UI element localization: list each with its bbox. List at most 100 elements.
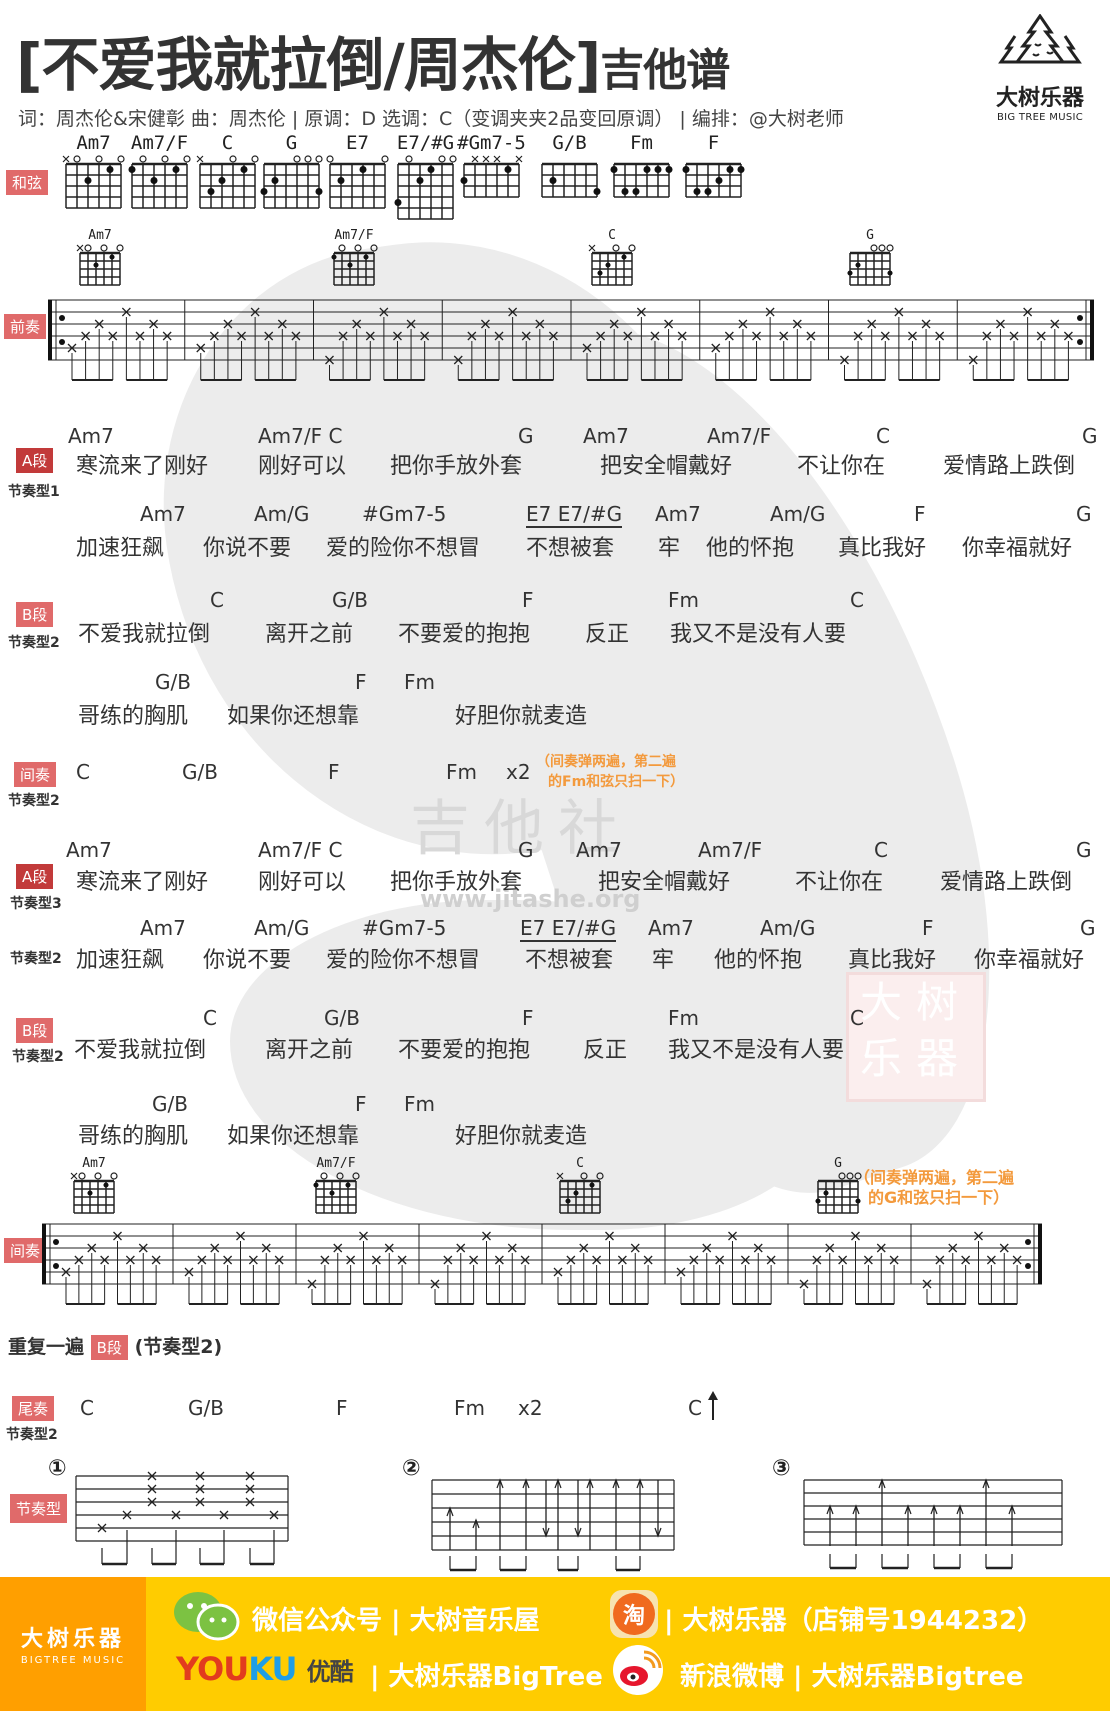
- chord-symbol: G: [1076, 838, 1092, 862]
- chord-grid-icon: [541, 162, 601, 198]
- logo-name: 大树乐器: [995, 86, 1084, 111]
- lyric-phrase: 不爱我就拉倒: [78, 622, 211, 647]
- chord-symbol: G/B: [188, 1396, 224, 1420]
- chord-grid-icon: [260, 155, 323, 209]
- chord-diagram-label: Am7/F: [316, 1156, 356, 1171]
- wechat-icon: [174, 1592, 240, 1641]
- chord-symbol: Fm: [446, 760, 477, 784]
- pattern-3-staff: [803, 1478, 1063, 1570]
- section-a2-rhythm2-label: 节奏型2: [10, 951, 62, 967]
- chord-symbol: Fm: [668, 1006, 699, 1030]
- lyric-phrase: 牢: [652, 948, 675, 973]
- chord-grid-icon: [313, 1172, 360, 1214]
- lyric-phrase: 爱的险你不想冒: [326, 536, 481, 561]
- chord-symbol: Am/G: [254, 916, 310, 940]
- chord-symbol: Am7/F: [707, 424, 772, 448]
- chord-symbol: E7 E7/#G: [520, 916, 617, 942]
- chord-symbol: G: [1080, 916, 1096, 940]
- chord-diagram-label: G: [866, 228, 874, 243]
- youku-ku: KU: [248, 1650, 297, 1688]
- repeat-section-tag: B段: [90, 1335, 128, 1360]
- lyric-phrase: 爱情路上跌倒: [943, 454, 1076, 479]
- lyric-phrase: 你幸福就好: [974, 948, 1085, 973]
- chord-symbol: Am7: [648, 916, 694, 940]
- chord-symbol: C: [876, 424, 890, 448]
- chord-symbol: Fm: [404, 1092, 435, 1116]
- youku-you: YOU: [176, 1650, 249, 1688]
- chord-symbol: F: [522, 588, 534, 612]
- chord-grid-icon: [394, 155, 457, 220]
- chord-symbol: G/B: [332, 588, 368, 612]
- chord-diagram: Am7/F: [308, 1156, 364, 1223]
- lyric-phrase: 寒流来了刚好: [76, 454, 209, 479]
- background-ink-shape: [230, 900, 830, 1230]
- interlude2-note: （间奏弹两遍，第二遍 的G和弦只扫一下）: [854, 1168, 1014, 1208]
- lyric-phrase: 反正: [583, 1038, 628, 1063]
- chord-diagram: F: [678, 132, 749, 207]
- song-title: [不爱我就拉倒/周杰伦]: [16, 31, 601, 99]
- footer-weibo-link[interactable]: 新浪微博 | 大树乐器Bigtree: [680, 1662, 1024, 1692]
- youku-cn: 优酷: [306, 1658, 354, 1686]
- repeat-rhythm: (节奏型2): [134, 1336, 223, 1358]
- chord-diagram-label: Fm: [630, 132, 653, 154]
- lyric-phrase: 不想被套: [526, 536, 615, 561]
- chord-grid-icon: [70, 1172, 118, 1214]
- lyric-phrase: 你说不要: [203, 948, 292, 973]
- chord-symbol: C: [850, 588, 864, 612]
- chord-symbol: F: [336, 1396, 348, 1420]
- chord-diagram: G/B: [534, 132, 605, 207]
- chord-symbol: Am7: [66, 838, 112, 862]
- chord-grid-icon: [460, 155, 523, 198]
- lyric-phrase: 加速狂飙: [76, 536, 165, 561]
- chord-symbol: G/B: [182, 760, 218, 784]
- lyric-phrase: 如果你还想靠: [227, 704, 360, 729]
- chord-diagram: G: [256, 132, 327, 218]
- chord-symbol: G: [518, 424, 534, 448]
- chord-diagram-label: C: [608, 228, 616, 243]
- footer-taobao-link[interactable]: | 大树乐器（店铺号1944232）: [664, 1606, 1044, 1636]
- chord-symbol: C: [210, 588, 224, 612]
- pattern-3-number: ③: [772, 1456, 791, 1481]
- lyric-phrase: 我又不是没有人要: [668, 1038, 845, 1063]
- interlude-note-line1: （间奏弹两遍，第二遍: [536, 754, 676, 770]
- footer-brand-name: 大树乐器: [20, 1627, 125, 1652]
- lyric-phrase: 寒流来了刚好: [76, 870, 209, 895]
- outro-rhythm-label: 节奏型2: [6, 1427, 58, 1443]
- chord-diagram: G: [842, 228, 898, 295]
- chord-diagram-label: G: [285, 132, 298, 154]
- lyric-phrase: 反正: [585, 622, 630, 647]
- chord-symbol: F: [328, 760, 340, 784]
- title-suffix: 吉他谱: [600, 45, 730, 96]
- chord-symbol: Am7: [140, 916, 186, 940]
- lyric-phrase: 爱情路上跌倒: [940, 870, 1073, 895]
- footer-brand-english: BIGTREE MUSIC: [20, 1655, 126, 1666]
- lyric-phrase: 爱的险你不想冒: [326, 948, 481, 973]
- interlude-note: （间奏弹两遍，第二遍 的Fm和弦只扫一下）: [536, 752, 684, 792]
- credits-line: 词：周杰伦&宋健彰 曲：周杰伦 | 原调：D 选调：C（变调夹夹2品变回原调） …: [18, 108, 844, 130]
- section-b2-rhythm-label: 节奏型2: [12, 1049, 64, 1065]
- chord-symbol: Am/G: [770, 502, 826, 526]
- chord-symbol: G/B: [152, 1092, 188, 1116]
- repeat-text: 重复一遍: [8, 1336, 85, 1358]
- chord-symbol: G: [518, 838, 534, 862]
- chord-symbol: F: [522, 1006, 534, 1030]
- footer-wechat-link[interactable]: 微信公众号 | 大树音乐屋: [252, 1606, 540, 1636]
- chord-symbol: Am7: [68, 424, 114, 448]
- pattern-1-staff: [75, 1471, 289, 1566]
- lyric-phrase: 不想被套: [525, 948, 614, 973]
- lyric-phrase: 刚好可以: [258, 454, 347, 479]
- chord-diagram: E7: [322, 132, 393, 218]
- section-b-tag: B段: [16, 602, 54, 627]
- chord-symbol: Am7: [140, 502, 186, 526]
- lyric-phrase: 刚好可以: [258, 870, 347, 895]
- pattern-1-number: ①: [48, 1456, 67, 1481]
- footer-youku-link[interactable]: | 大树乐器BigTree: [370, 1662, 603, 1692]
- chord-symbol: Fm: [454, 1396, 485, 1420]
- chord-symbol: G/B: [324, 1006, 360, 1030]
- chord-grid-icon: [62, 155, 125, 209]
- chord-symbol: F: [355, 670, 367, 694]
- interlude-tag: 间奏: [14, 762, 57, 787]
- seal-watermark: 大树乐器: [846, 972, 986, 1102]
- chord-grid-icon: [610, 162, 673, 198]
- chord-diagram: Am7/F: [326, 228, 382, 295]
